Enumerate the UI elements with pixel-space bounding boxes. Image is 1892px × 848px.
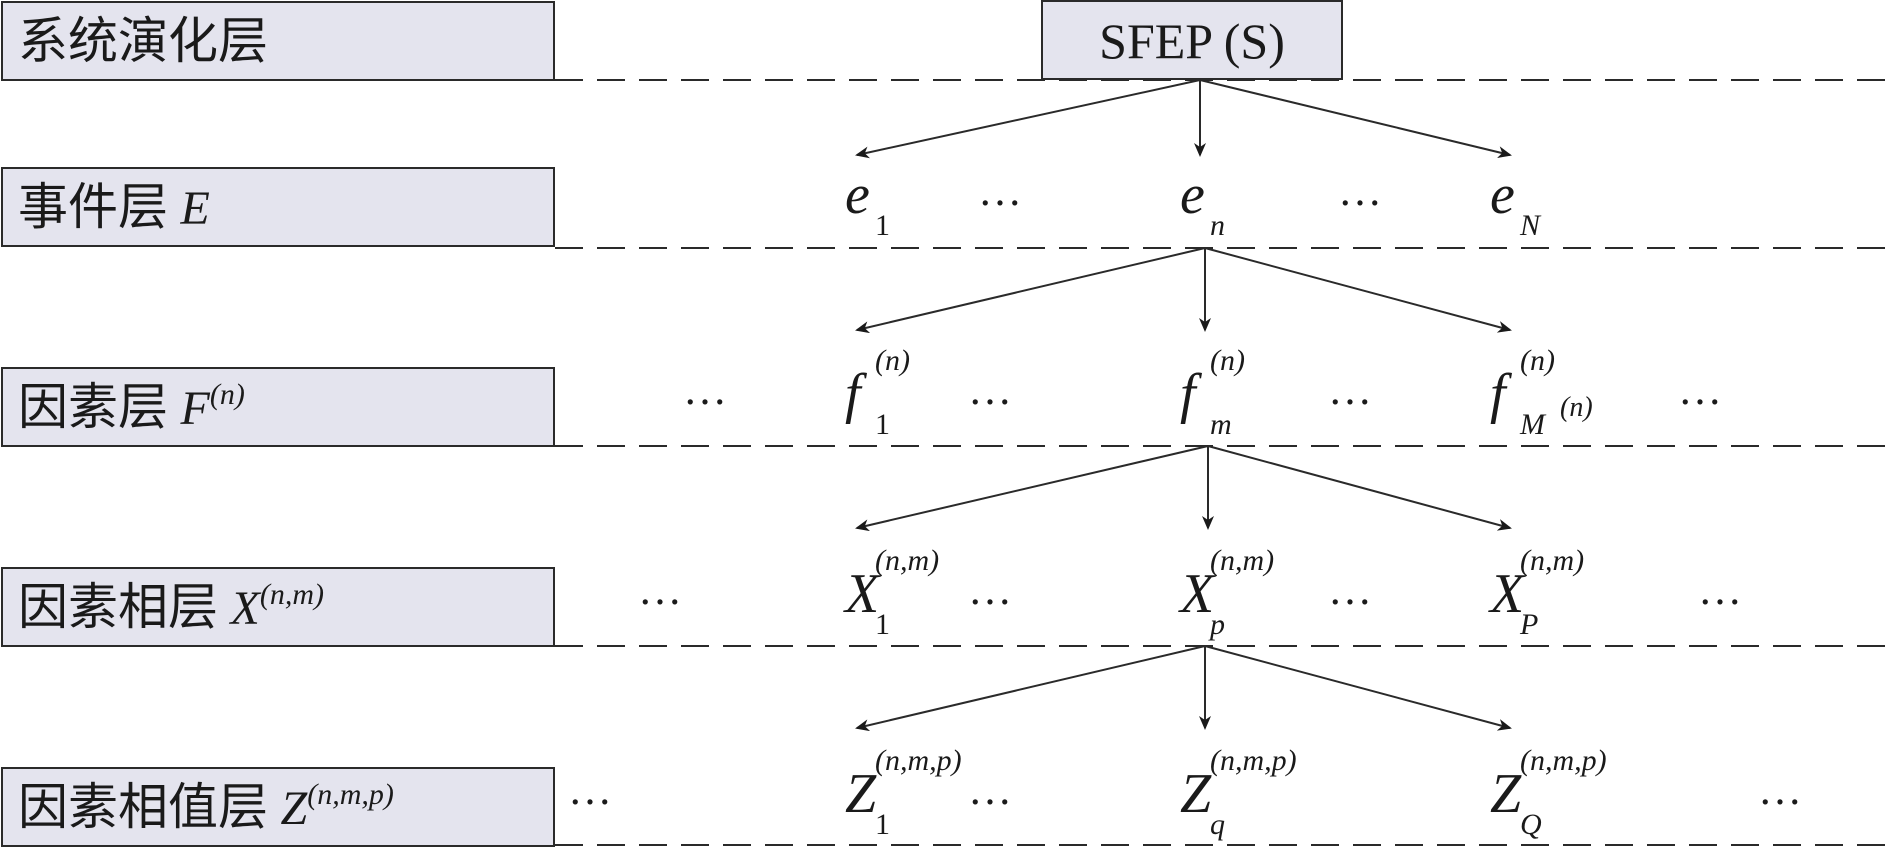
node-subscript: 1 (875, 408, 890, 441)
layer-label-box (1, 767, 555, 847)
hierarchy-arrow (1204, 247, 1512, 333)
layer-label-box (1, 1, 555, 81)
layer-label-factor: 因素层 F(n) (1, 367, 555, 447)
node-subscript: m (1210, 408, 1232, 441)
ellipses: … … … … … … … … … … … … … (568, 166, 1802, 814)
node-symbol: Z (1490, 763, 1522, 825)
node-symbol: e (1180, 164, 1205, 226)
layer-label-box (1, 567, 555, 647)
node-subscript: p (1208, 608, 1225, 641)
root-node: SFEP (S) (1041, 0, 1343, 80)
node-value-3: ZQ (n,m,p) (1490, 744, 1607, 841)
ellipsis: … (1758, 765, 1802, 814)
layer-label-text: 事件层 E (18, 178, 210, 236)
node-phase-2: Xp (n,m) (1178, 544, 1274, 641)
node-superscript: (n) (1520, 344, 1555, 377)
hierarchy-arrow (1207, 445, 1512, 531)
node-subscript: M (1519, 408, 1547, 441)
node-value-2: Zq (n,m,p) (1180, 744, 1297, 841)
node-phase-3: XP (n,m) (1488, 544, 1584, 641)
ellipsis: … (1328, 565, 1372, 614)
node-subscript: N (1519, 209, 1542, 242)
hierarchy-arrow (1199, 79, 1512, 159)
hierarchy-arrow (855, 247, 1206, 334)
hierarchy-arrow (855, 79, 1201, 159)
layer-label-value: 因素相值层 Z(n,m,p) (1, 767, 555, 847)
node-symbol: Z (845, 763, 877, 825)
node-subscript: n (1210, 209, 1225, 242)
ellipsis: … (1678, 365, 1722, 414)
ellipsis: … (638, 565, 682, 614)
node-subscript: P (1519, 608, 1538, 641)
node-symbol: f (1490, 363, 1513, 425)
layer-label-text: 因素层 F(n) (18, 378, 245, 436)
hierarchy-arrow (855, 445, 1209, 532)
layer-label-system: 系统演化层 (1, 1, 555, 81)
node-value-1: Z1 (n,m,p) (845, 744, 962, 841)
node-symbol: f (1180, 363, 1203, 425)
layer-label-event: 事件层 E (1, 167, 555, 247)
node-superscript: (n,m,p) (1210, 744, 1297, 777)
node-superscript: (n) (1210, 344, 1245, 377)
node-superscript: (n,m,p) (1520, 744, 1607, 777)
hierarchy-arrow (1204, 645, 1512, 731)
hierarchy-arrows (855, 79, 1512, 732)
ellipsis: … (968, 765, 1012, 814)
node-subscript-superscript: (n) (1560, 392, 1593, 423)
ellipsis: … (1338, 166, 1382, 215)
layer-label-text: 因素相层 X(n,m) (18, 578, 324, 636)
node-symbol: X (1488, 563, 1527, 625)
layer-label-phase: 因素相层 X(n,m) (1, 567, 555, 647)
layer-label-box (1, 367, 555, 447)
node-symbol: e (1490, 164, 1515, 226)
root-node-box (1041, 0, 1343, 80)
layer-label-text: 因素相值层 Z(n,m,p) (18, 778, 394, 836)
node-symbol: f (845, 363, 868, 425)
node-symbol: Z (1180, 763, 1212, 825)
node-symbol: X (843, 563, 882, 625)
node-superscript: (n,m,p) (875, 744, 962, 777)
node-symbol: e (845, 164, 870, 226)
layer-label-text: 系统演化层 (18, 12, 268, 70)
ellipsis: … (968, 365, 1012, 414)
ellipsis: … (683, 365, 727, 414)
layer-label-box (1, 167, 555, 247)
node-superscript: (n,m) (1210, 544, 1274, 577)
ellipsis: … (978, 166, 1022, 215)
node-subscript: Q (1520, 808, 1542, 841)
hierarchy-arrow (855, 645, 1206, 732)
ellipsis: … (1698, 565, 1742, 614)
node-superscript: (n,m) (1520, 544, 1584, 577)
node-subscript: 1 (875, 209, 890, 242)
node-symbol: X (1178, 563, 1217, 625)
node-phase-1: X1 (n,m) (843, 544, 939, 641)
node-superscript: (n) (875, 344, 910, 377)
node-superscript: (n,m) (875, 544, 939, 577)
root-node-label: SFEP (S) (1099, 13, 1285, 69)
node-subscript: 1 (875, 808, 890, 841)
ellipsis: … (568, 765, 612, 814)
layer-separators (555, 79, 1890, 846)
node-subscript: 1 (875, 608, 890, 641)
ellipsis: … (1328, 365, 1372, 414)
ellipsis: … (968, 565, 1012, 614)
node-subscript: q (1210, 808, 1225, 841)
